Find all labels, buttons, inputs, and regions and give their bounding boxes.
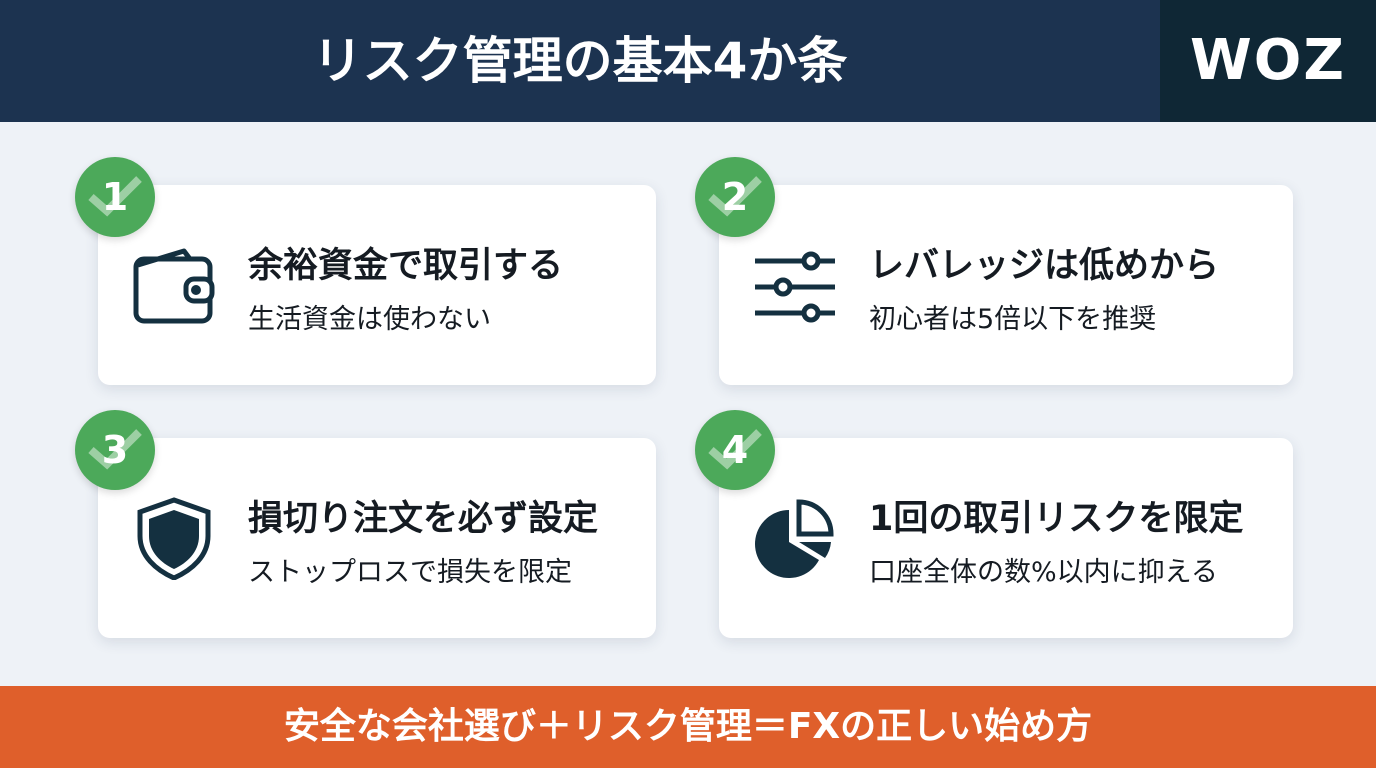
number-badge-2: 2 (695, 157, 775, 237)
tip-card-2: レバレッジは低めから 初心者は5倍以下を推奨 (719, 185, 1293, 385)
pie-chart-icon (753, 496, 837, 580)
check-icon (708, 176, 762, 217)
tip-card-4: 1回の取引リスクを限定 口座全体の数%以内に抑える (719, 438, 1293, 638)
check-icon (88, 176, 142, 217)
tip-card-1: 余裕資金で取引する 生活資金は使わない (98, 185, 656, 385)
badge-number: 1 (101, 175, 129, 219)
check-icon (708, 429, 762, 470)
card-subtitle: 初心者は5倍以下を推奨 (869, 304, 1157, 335)
logo: WOZ (1160, 0, 1376, 122)
wallet-icon (132, 243, 216, 327)
card-subtitle: ストップロスで損失を限定 (248, 557, 572, 588)
number-badge-3: 3 (75, 410, 155, 490)
tip-card-3: 損切り注文を必ず設定 ストップロスで損失を限定 (98, 438, 656, 638)
card-title: 余裕資金で取引する (248, 246, 564, 286)
sliders-icon (753, 243, 837, 327)
badge-number: 3 (101, 428, 129, 472)
page-title: リスク管理の基本4か条 (312, 32, 848, 90)
check-icon (88, 429, 142, 470)
card-title: 1回の取引リスクを限定 (869, 499, 1244, 539)
badge-number: 4 (721, 428, 749, 472)
header: リスク管理の基本4か条 WOZ (0, 0, 1376, 122)
number-badge-1: 1 (75, 157, 155, 237)
card-subtitle: 生活資金は使わない (248, 304, 491, 335)
card-title: 損切り注文を必ず設定 (248, 499, 599, 539)
card-title: レバレッジは低めから (869, 246, 1220, 286)
shield-icon (132, 496, 216, 581)
badge-number: 2 (721, 175, 749, 219)
number-badge-4: 4 (695, 410, 775, 490)
footer-banner: 安全な会社選び＋リスク管理＝FXの正しい始め方 (0, 686, 1376, 768)
card-subtitle: 口座全体の数%以内に抑える (869, 557, 1218, 588)
